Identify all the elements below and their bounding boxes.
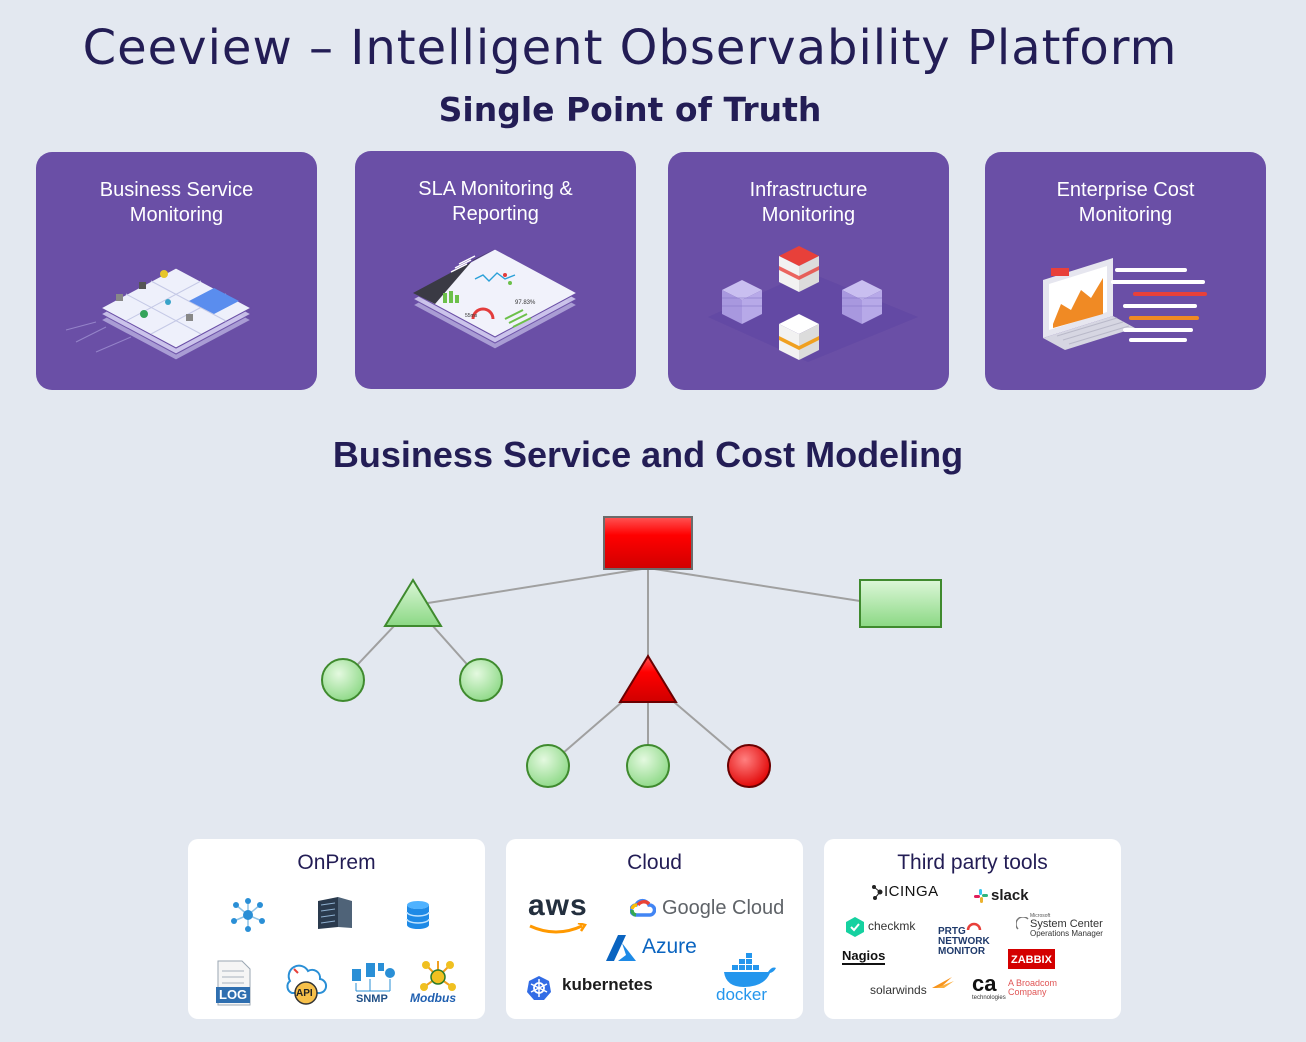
snmp-label: SNMP: [356, 993, 388, 1005]
azure-icon: [606, 935, 636, 961]
card-title: SLA Monitoring & Reporting: [418, 178, 573, 225]
modbus-label: Modbus: [410, 991, 456, 1005]
card-sla-monitoring[interactable]: SLA Monitoring & Reporting 97.83% 55ms: [355, 151, 636, 389]
leaf-node-ok[interactable]: [321, 658, 365, 702]
system-center-logo-line: System Center: [1030, 918, 1103, 930]
broadcom-logo: A Broadcom Company: [1008, 979, 1057, 997]
log-file-icon: LOG: [214, 959, 254, 1007]
leaf-node-ok[interactable]: [459, 658, 503, 702]
ca-logo-subtext: technologies: [972, 995, 1006, 1001]
server-stack-icon: [708, 246, 918, 362]
leaf-node-ok[interactable]: [526, 744, 570, 788]
server-rack-icon: [318, 897, 352, 929]
nagios-logo-text: Nagios: [842, 948, 886, 965]
zabbix-logo: ZABBIX: [1008, 949, 1055, 969]
docker-logo-text: docker: [716, 985, 768, 1004]
slack-logo-text: slack: [991, 887, 1029, 904]
kubernetes-logo: kubernetes: [526, 975, 653, 1000]
prtg-logo: PRTG NETWORK MONITOR: [938, 922, 990, 957]
icinga-logo-text: icinga: [884, 883, 939, 900]
card-enterprise-cost-monitoring[interactable]: Enterprise Cost Monitoring: [985, 152, 1266, 390]
system-center-logo: Microsoft System Center Operations Manag…: [1016, 913, 1103, 939]
card-infrastructure-monitoring[interactable]: Infrastructure Monitoring: [668, 152, 949, 390]
modeling-title: Business Service and Cost Modeling: [332, 434, 964, 475]
prtg-logo-line: PRTG: [938, 926, 966, 937]
nagios-logo: Nagios: [842, 947, 886, 965]
broadcom-logo-line: Company: [1008, 987, 1047, 997]
icinga-icon: [872, 885, 883, 900]
leaf-node-critical[interactable]: [727, 744, 771, 788]
kubernetes-icon: [527, 976, 551, 1000]
database-icon: [406, 901, 430, 929]
network-icon: [231, 898, 265, 932]
ca-logo-text: ca: [972, 971, 997, 996]
aws-smile-icon: [529, 923, 587, 934]
page-title: Ceeview – Intelligent Observability Plat…: [82, 20, 1178, 76]
group-node-ok[interactable]: [383, 578, 443, 627]
google-cloud-icon: [630, 898, 656, 917]
laptop-chart-icon: [1043, 258, 1207, 350]
prtg-logo-line: NETWORK: [938, 936, 990, 947]
svg-text:97.83%: 97.83%: [515, 300, 536, 306]
system-center-logo-line: Microsoft: [1030, 913, 1051, 919]
slack-logo: slack: [974, 887, 1029, 905]
source-box-title: OnPrem: [297, 851, 376, 874]
solarwinds-icon: [932, 977, 954, 988]
root-service-node-critical[interactable]: [603, 516, 693, 570]
system-center-logo-line: Operations Manager: [1030, 929, 1103, 938]
source-box-onprem: OnPrem LOG: [188, 839, 485, 1019]
ca-technologies-logo: ca technologies: [972, 973, 1006, 1002]
service-node-ok[interactable]: [859, 579, 942, 628]
prtg-gauge-icon: [966, 922, 982, 931]
kubernetes-logo-text: kubernetes: [562, 975, 653, 994]
broadcom-logo-line: A Broadcom: [1008, 978, 1058, 988]
docker-whale-icon: [724, 953, 776, 987]
source-box-title: Cloud: [627, 851, 682, 874]
google-cloud-logo-text: Google Cloud: [662, 897, 785, 919]
service-grid-icon: [65, 267, 253, 361]
source-box-title: Third party tools: [897, 851, 1048, 874]
modbus-icon: Modbus: [408, 959, 468, 1007]
source-box-third-party: Third party tools icinga slack checkmk P…: [824, 839, 1121, 1019]
svg-text:55ms: 55ms: [465, 313, 478, 319]
checkmk-icon: [846, 917, 864, 937]
aws-logo: aws: [528, 889, 588, 934]
azure-logo: Azure: [606, 935, 697, 961]
service-model-tree: [321, 516, 942, 788]
solarwinds-logo: solarwinds: [870, 977, 954, 999]
dashboard-icon: 97.83% 55ms: [411, 248, 579, 350]
google-cloud-logo: Google Cloud: [630, 897, 784, 920]
icinga-logo: icinga: [870, 883, 939, 901]
api-label: API: [296, 988, 313, 999]
card-title: Enterprise Cost Monitoring: [1056, 179, 1195, 226]
prtg-logo-line: MONITOR: [938, 946, 986, 957]
azure-logo-text: Azure: [642, 935, 697, 958]
card-business-service-monitoring[interactable]: Business Service Monitoring: [36, 152, 317, 390]
page-subtitle: Single Point of Truth: [438, 90, 822, 129]
checkmk-logo: checkmk: [846, 917, 916, 937]
solarwinds-logo-text: solarwinds: [870, 983, 927, 997]
group-node-critical[interactable]: [618, 654, 678, 703]
card-title: Infrastructure Monitoring: [749, 179, 868, 226]
system-center-icon: [1016, 917, 1029, 930]
card-title: Business Service Monitoring: [99, 179, 254, 226]
api-icon: API: [280, 959, 328, 1007]
zabbix-logo-text: ZABBIX: [1011, 954, 1052, 966]
source-box-cloud: Cloud aws Google Cloud Azure kubernetes: [506, 839, 803, 1019]
log-label: LOG: [219, 987, 248, 1002]
checkmk-logo-text: checkmk: [868, 919, 916, 933]
slack-icon: [974, 889, 988, 903]
snmp-icon: SNMP: [348, 961, 398, 1007]
aws-logo-text: aws: [528, 889, 588, 922]
leaf-node-ok[interactable]: [626, 744, 670, 788]
